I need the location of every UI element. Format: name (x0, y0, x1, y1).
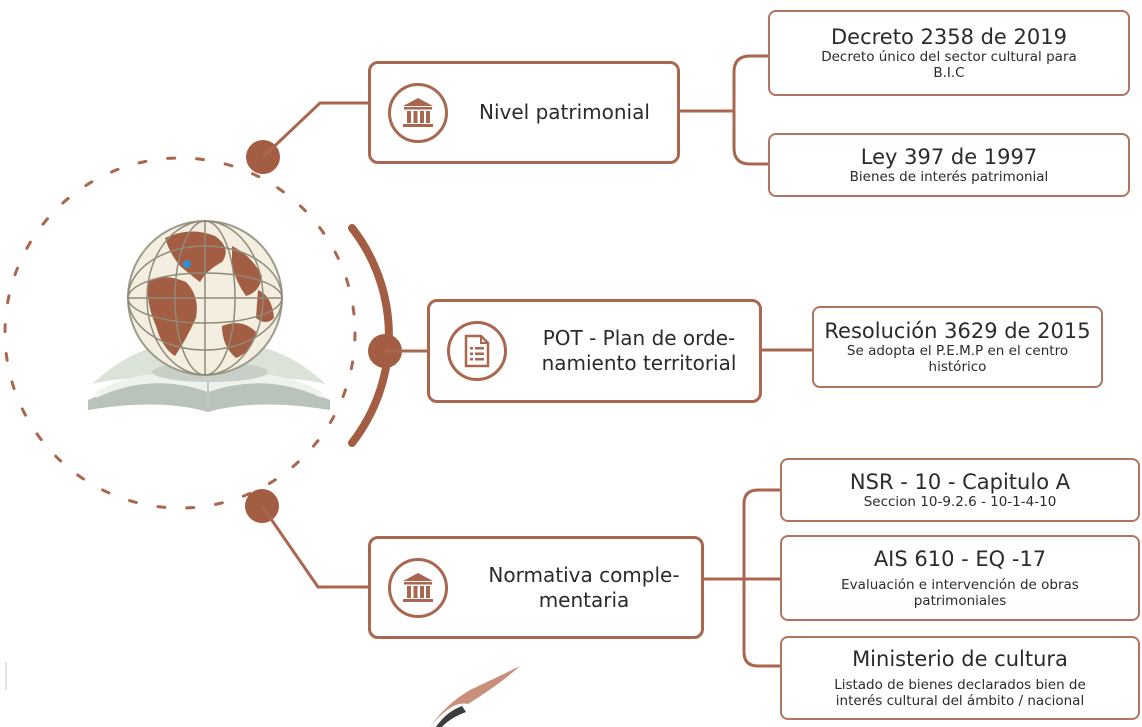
sub-node-text: Se adopta el P.E.M.P en el centro (846, 343, 1069, 359)
sub-node-nsr: NSR - 10 - Capitulo A Seccion 10-9.2.6 -… (780, 458, 1140, 522)
sub-node-title: Ministerio de cultura (852, 647, 1068, 671)
main-node-nivel-patrimonial: Nivel patrimonial (368, 61, 680, 164)
bracket-bottom (742, 488, 780, 668)
connector-bottom (260, 505, 368, 589)
sub-node-text: Seccion 10-9.2.6 - 10-1-4-10 (863, 494, 1057, 510)
sub-node-text: interés cultural del ámbito / nacional (835, 693, 1085, 709)
label-line: Normativa comple- (488, 563, 680, 587)
main-node-label: Normativa comple- mentaria (471, 563, 697, 613)
main-node-normativa: Normativa comple- mentaria (368, 536, 704, 639)
main-node-label: POT - Plan de orde- namiento territorial (524, 326, 754, 376)
sub-node-text: patrimoniales (913, 593, 1007, 609)
connector-top (261, 101, 368, 159)
dotted-orbit (3, 156, 357, 510)
sub-node-title: NSR - 10 - Capitulo A (849, 470, 1071, 494)
decorative-shape (430, 666, 520, 727)
institution-icon (388, 83, 448, 143)
sub-node-title: Decreto 2358 de 2019 (831, 25, 1067, 49)
sub-node-title: AIS 610 - EQ -17 (873, 547, 1047, 571)
sub-node-resolucion: Resolución 3629 de 2015 Se adopta el P.E… (812, 306, 1103, 388)
main-node-pot: POT - Plan de orde- namiento territorial (427, 299, 762, 403)
sub-node-title: Ley 397 de 1997 (860, 145, 1038, 169)
sub-node-text: B.I.C (933, 65, 965, 81)
label-line: POT - Plan de orde- (542, 326, 736, 350)
sub-node-text: Evaluación e intervención de obras (841, 577, 1079, 593)
main-node-label: Nivel patrimonial (479, 100, 650, 124)
sub-node-ley: Ley 397 de 1997 Bienes de interés patrim… (768, 133, 1130, 197)
label-line: mentaria (538, 588, 630, 612)
label-line: namiento territorial (541, 351, 737, 375)
sub-node-ministerio: Ministerio de cultura Listado de bienes … (780, 636, 1140, 720)
sub-node-text: Listado de bienes declarados bien de (834, 677, 1086, 693)
sub-node-title: Resolución 3629 de 2015 (824, 319, 1091, 343)
sub-node-text: histórico (928, 359, 987, 375)
document-icon (447, 321, 507, 381)
sub-node-decreto: Decreto 2358 de 2019 Decreto único del s… (768, 10, 1130, 96)
sub-node-ais: AIS 610 - EQ -17 Evaluación e intervenci… (780, 535, 1140, 621)
institution-icon (388, 558, 448, 618)
globe-illustration (127, 220, 283, 382)
bracket-top (732, 54, 768, 166)
sub-node-text: Decreto único del sector cultural para (821, 49, 1077, 65)
sub-node-text: Bienes de interés patrimonial (849, 169, 1049, 185)
